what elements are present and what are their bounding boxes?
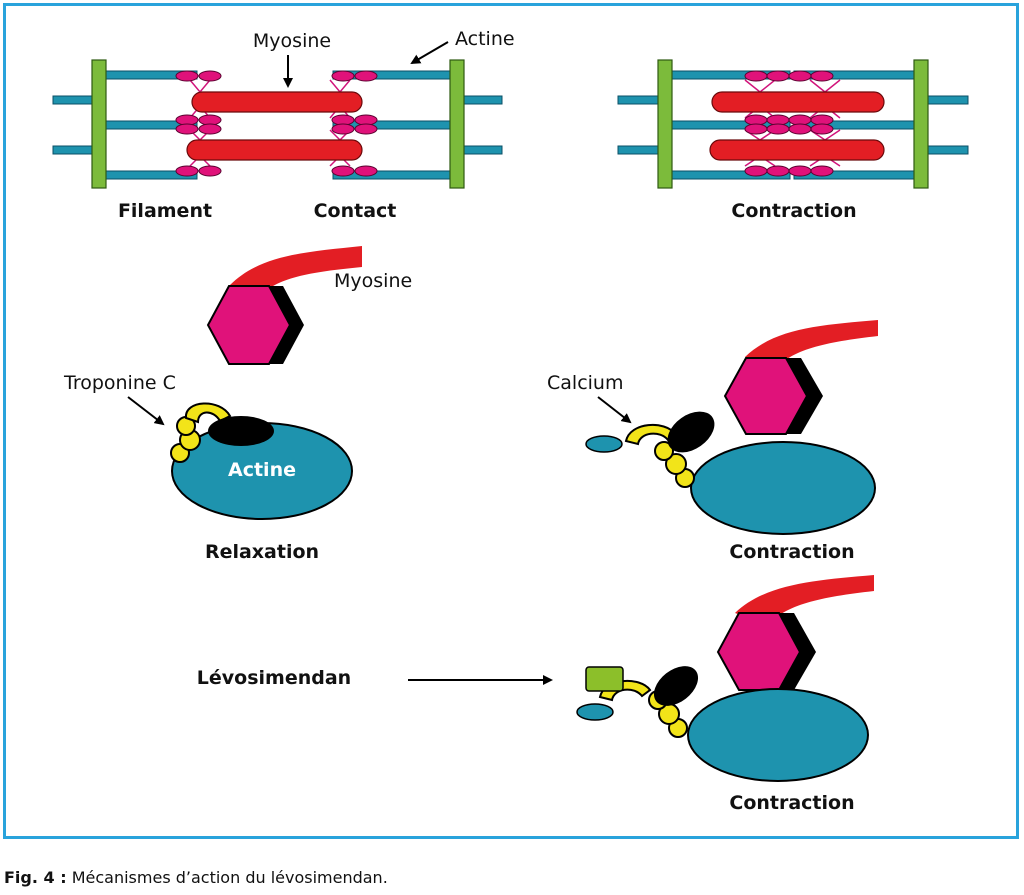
label-contraction-top: Contraction (731, 200, 856, 222)
tropomyosin-inhibitor (667, 411, 715, 453)
myosin-heads (175, 70, 378, 177)
contraction-calcium-state: Calcium Contraction (547, 320, 878, 563)
figure-caption: Fig. 4 : Mécanismes d’action du lévosime… (4, 868, 388, 887)
myosin-neck (230, 246, 362, 297)
actin-monomer (687, 688, 869, 782)
troponin-c (170, 402, 232, 463)
tropomyosin-inhibitor (208, 416, 274, 446)
label-relaxation: Relaxation (205, 541, 319, 563)
tropomyosin-inhibitor (653, 666, 699, 706)
arrow-calcium (597, 396, 632, 424)
actin-filaments-left (52, 70, 198, 180)
myosin-head (206, 285, 292, 365)
figure-frame (3, 3, 1019, 839)
label-calcium: Calcium (547, 372, 623, 394)
label-myosine-top: Myosine (253, 30, 331, 52)
label-contact: Contact (314, 200, 397, 222)
sarcomere-relaxed: Myosine Actine Filament Contact (52, 28, 515, 222)
label-contraction-bottom: Contraction (729, 792, 854, 814)
arrow-actine (410, 41, 449, 65)
label-filament: Filament (118, 200, 212, 222)
myosin-filament (191, 91, 363, 113)
label-actine-top: Actine (455, 28, 515, 50)
label-levosimendan: Lévosimendan (197, 667, 351, 689)
actin-filaments-left (617, 70, 791, 180)
levosimendan-state: Lévosimendan Contraction (197, 575, 874, 814)
label-troponine-c: Troponine C (63, 372, 176, 394)
levosimendan-mechanism-diagram: Myosine Actine Filament Contact (52, 28, 969, 814)
label-contraction-mid: Contraction (729, 541, 854, 563)
caption-prefix: Fig. 4 : (4, 868, 67, 887)
troponin-c (624, 423, 695, 488)
calcium-ion (585, 435, 623, 453)
myosin-filament (186, 139, 363, 161)
arrow-troponine-c (127, 396, 165, 426)
relaxation-state: Myosine Actine Troponine C Relaxation (63, 246, 412, 563)
levosimendan-molecule (585, 666, 624, 692)
myosin-head (723, 357, 809, 435)
calcium-ion (576, 703, 614, 721)
z-line-left (91, 59, 107, 189)
actin-filaments-right (332, 70, 503, 180)
caption-text: Mécanismes d’action du lévosimendan. (66, 868, 388, 887)
myosin-filament (711, 91, 885, 113)
sarcomere-contracted: Contraction (617, 59, 969, 222)
label-actine: Actine (228, 459, 296, 481)
z-line-left (657, 59, 673, 189)
actin-monomer (690, 441, 876, 535)
myosin-filament (709, 139, 885, 161)
z-line-right (449, 59, 465, 189)
z-line-right (913, 59, 929, 189)
label-myosine: Myosine (334, 270, 412, 292)
myosin-heads (744, 70, 834, 177)
